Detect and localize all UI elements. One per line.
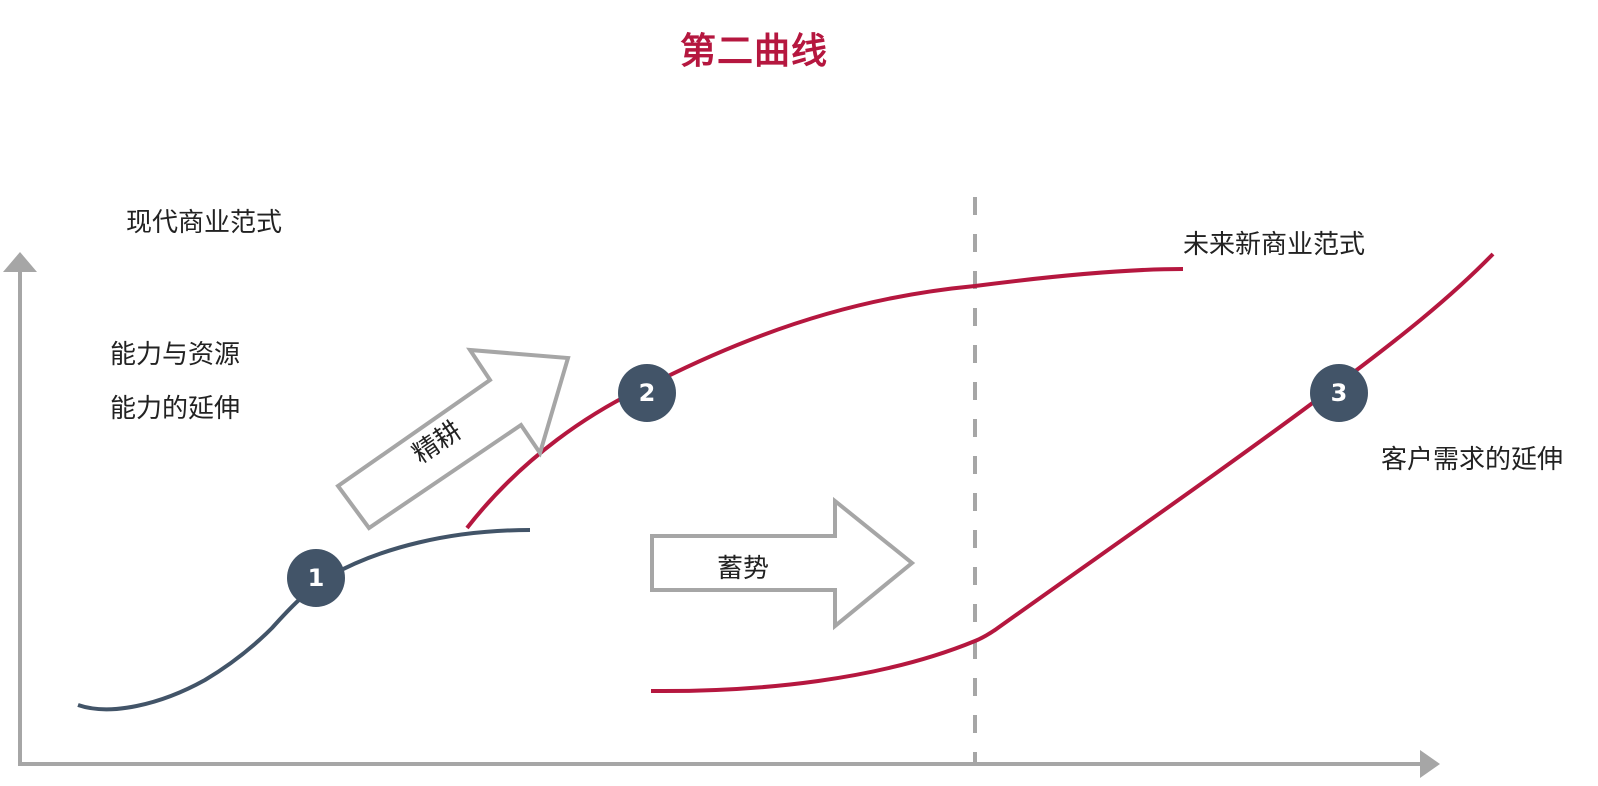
second-curve (465, 267, 1184, 530)
y-axis-arrow-icon (3, 252, 37, 272)
accumulate-arrow-shape (650, 496, 916, 631)
accumulate-arrow-label: 蓄势 (717, 554, 770, 584)
x-axis (18, 750, 1440, 778)
diagram-title: 第二曲线 (679, 31, 828, 72)
future-paradigm-label: 未来新商业范式 (1183, 230, 1366, 260)
step-badge-3: 3 (1310, 364, 1368, 422)
modern-paradigm-label: 现代商业范式 (126, 208, 283, 238)
customer-demand-extension-label: 客户需求的延伸 (1381, 445, 1564, 475)
step-badge-1: 1 (287, 549, 345, 607)
first-curve (77, 528, 531, 712)
refine-arrow-shape (335, 347, 571, 531)
step-badge-2: 2 (618, 364, 676, 422)
y-axis (3, 252, 37, 766)
x-axis-arrow-icon (1420, 750, 1440, 778)
capability-resources-label: 能力与资源 (110, 340, 241, 370)
third-curve (650, 252, 1495, 694)
capability-extension-label: 能力的延伸 (110, 394, 241, 424)
